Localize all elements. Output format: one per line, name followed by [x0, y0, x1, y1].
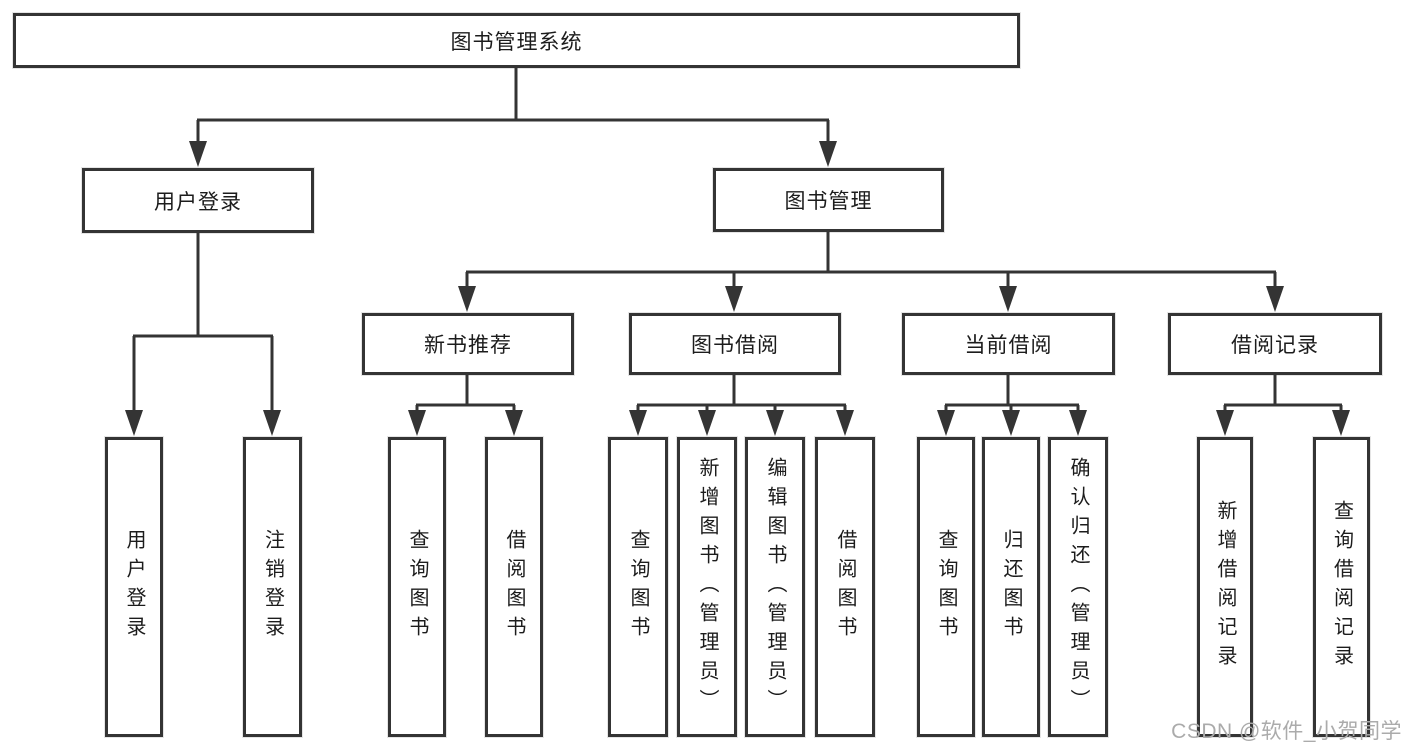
- leaf-borrow-books-1: 借阅图书: [485, 437, 543, 737]
- leaf-add-books-admin: 新增图书（管理员）: [677, 437, 737, 737]
- leaf-query-books-1-label: 查询图书: [406, 529, 428, 645]
- node-library-system: 图书管理系统: [13, 13, 1020, 68]
- node-book-management-label: 图书管理: [784, 190, 873, 213]
- leaf-query-books-2: 查询图书: [608, 437, 668, 737]
- csdn-watermark: CSDN @软件_小贺同学: [1171, 720, 1402, 743]
- node-library-system-label: 图书管理系统: [450, 30, 583, 54]
- leaf-confirm-return-admin: 确认归还（管理员）: [1048, 437, 1108, 737]
- node-user-login-label: 用户登录: [154, 190, 242, 214]
- leaf-query-books-2-label: 查询图书: [627, 529, 649, 645]
- node-current-borrowing-label: 当前借阅: [964, 334, 1053, 357]
- leaf-edit-books-admin-label: 编辑图书（管理员）: [764, 456, 786, 718]
- node-new-book-recommend-label: 新书推荐: [424, 334, 512, 357]
- node-new-book-recommend: 新书推荐: [362, 313, 574, 375]
- node-book-borrowing-label: 图书借阅: [691, 334, 779, 357]
- node-borrowing-records: 借阅记录: [1168, 313, 1382, 375]
- leaf-query-borrow-record: 查询借阅记录: [1313, 437, 1370, 737]
- leaf-logout-label: 注销登录: [261, 529, 284, 645]
- leaf-borrow-books-1-label: 借阅图书: [503, 529, 525, 645]
- node-current-borrowing: 当前借阅: [902, 313, 1115, 375]
- leaf-add-books-admin-label: 新增图书（管理员）: [696, 456, 718, 718]
- leaf-borrow-books-2: 借阅图书: [815, 437, 875, 737]
- leaf-user-login: 用户登录: [105, 437, 163, 737]
- leaf-confirm-return-admin-label: 确认归还（管理员）: [1067, 456, 1089, 718]
- leaf-edit-books-admin: 编辑图书（管理员）: [745, 437, 805, 737]
- node-book-borrowing: 图书借阅: [629, 313, 841, 375]
- leaf-query-borrow-record-label: 查询借阅记录: [1330, 500, 1353, 674]
- leaf-add-borrow-record-label: 新增借阅记录: [1214, 500, 1236, 674]
- leaf-return-books: 归还图书: [982, 437, 1040, 737]
- node-borrowing-records-label: 借阅记录: [1231, 334, 1319, 357]
- node-book-management: 图书管理: [713, 168, 944, 232]
- leaf-borrow-books-2-label: 借阅图书: [834, 529, 856, 645]
- node-user-login: 用户登录: [82, 168, 314, 233]
- leaf-logout: 注销登录: [243, 437, 302, 737]
- leaf-user-login-label: 用户登录: [123, 529, 145, 645]
- leaf-query-books-3-label: 查询图书: [935, 529, 957, 645]
- leaf-query-books-1: 查询图书: [388, 437, 446, 737]
- leaf-query-books-3: 查询图书: [917, 437, 975, 737]
- leaf-add-borrow-record: 新增借阅记录: [1197, 437, 1253, 737]
- leaf-return-books-label: 归还图书: [1000, 529, 1022, 645]
